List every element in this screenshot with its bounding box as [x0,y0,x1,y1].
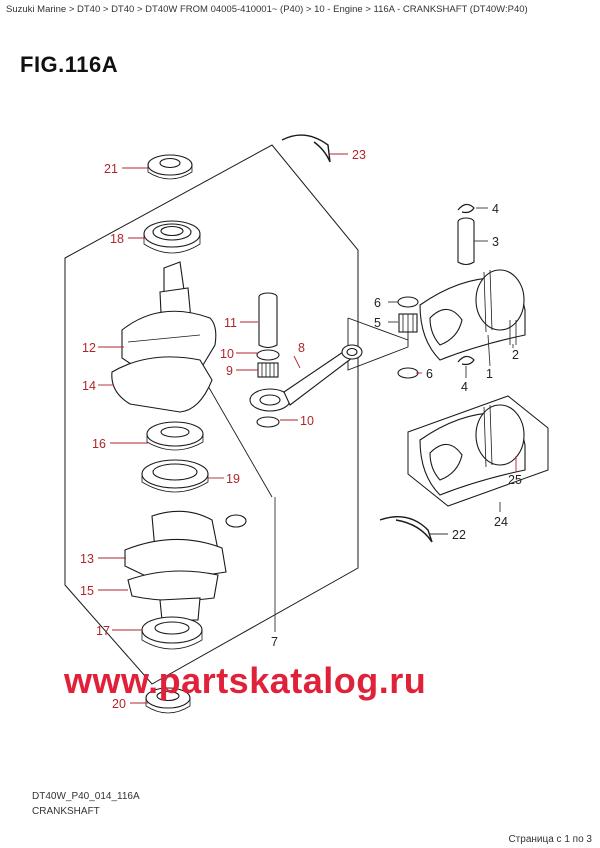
piston-pin-3 [457,217,475,266]
callout-12[interactable]: 12 [82,341,96,355]
crankshaft-upper [111,261,217,413]
piston-24 [419,404,526,496]
callout-9[interactable]: 9 [226,364,233,378]
drawing-code: DT40W_P40_014_116A [32,791,140,802]
washer-10-upper [256,349,280,361]
callout-20[interactable]: 20 [112,697,126,711]
callout-10-lower[interactable]: 10 [300,414,314,428]
callout-11[interactable]: 11 [224,316,237,330]
link-line [347,317,409,341]
breadcrumb[interactable]: Suzuki Marine > DT40 > DT40 > DT40W FROM… [6,4,528,15]
callout-2[interactable]: 2 [512,348,519,362]
callout-15[interactable]: 15 [80,584,94,598]
figure-title: FIG.116A [20,52,119,77]
connecting-rod-8 [249,344,363,412]
callout-14[interactable]: 14 [82,379,96,393]
bearing-17 [141,616,203,650]
callout-22[interactable]: 22 [452,528,466,542]
page-indicator: Страница с 1 по 3 [508,834,592,845]
callout-8[interactable]: 8 [298,341,305,355]
callout-17[interactable]: 17 [96,624,110,638]
circlip-4-lower [457,355,475,366]
callout-5[interactable]: 5 [374,316,381,330]
callout-25[interactable]: 25 [508,473,522,487]
callout-10-upper[interactable]: 10 [220,347,234,361]
crank-pin-11 [258,292,278,349]
callout-leaders [98,153,517,704]
piston-link-lines [347,318,409,371]
callout-4-upper[interactable]: 4 [492,202,499,216]
crankshaft-lower [124,510,247,621]
circlip-23 [281,134,331,163]
callout-16[interactable]: 16 [92,437,106,451]
watermark-link[interactable]: www.partskatalog.ru [64,660,427,701]
callout-19[interactable]: 19 [226,472,240,486]
oil-seal-19 [141,459,209,493]
piston-1 [419,269,526,361]
callout-3[interactable]: 3 [492,235,499,249]
bearing-16 [146,421,204,451]
callout-7[interactable]: 7 [271,635,278,649]
link-line [199,371,273,498]
assembly-frame [64,144,359,685]
callout-1[interactable]: 1 [486,367,493,381]
callout-23[interactable]: 23 [352,148,366,162]
callout-13[interactable]: 13 [80,552,94,566]
washer-6-upper [397,296,419,308]
callout-21[interactable]: 21 [104,162,118,176]
circlip-4-upper [457,203,475,214]
callout-6-upper[interactable]: 6 [374,296,381,310]
callout-24[interactable]: 24 [494,515,508,529]
needle-bearing-9 [257,362,279,378]
callout-4-lower[interactable]: 4 [461,380,468,394]
circlip-22 [379,516,433,543]
washer-6-lower [397,367,419,379]
bearing-18 [143,220,201,254]
needle-bearing-5 [398,313,418,333]
oil-seal-21 [147,154,193,180]
diagram-caption: CRANKSHAFT [32,806,100,817]
callout-18[interactable]: 18 [110,232,124,246]
callout-6-lower[interactable]: 6 [426,367,433,381]
oil-seal-20 [145,687,191,714]
piston-assembly-frame [407,395,549,507]
washer-10-lower [256,416,280,428]
